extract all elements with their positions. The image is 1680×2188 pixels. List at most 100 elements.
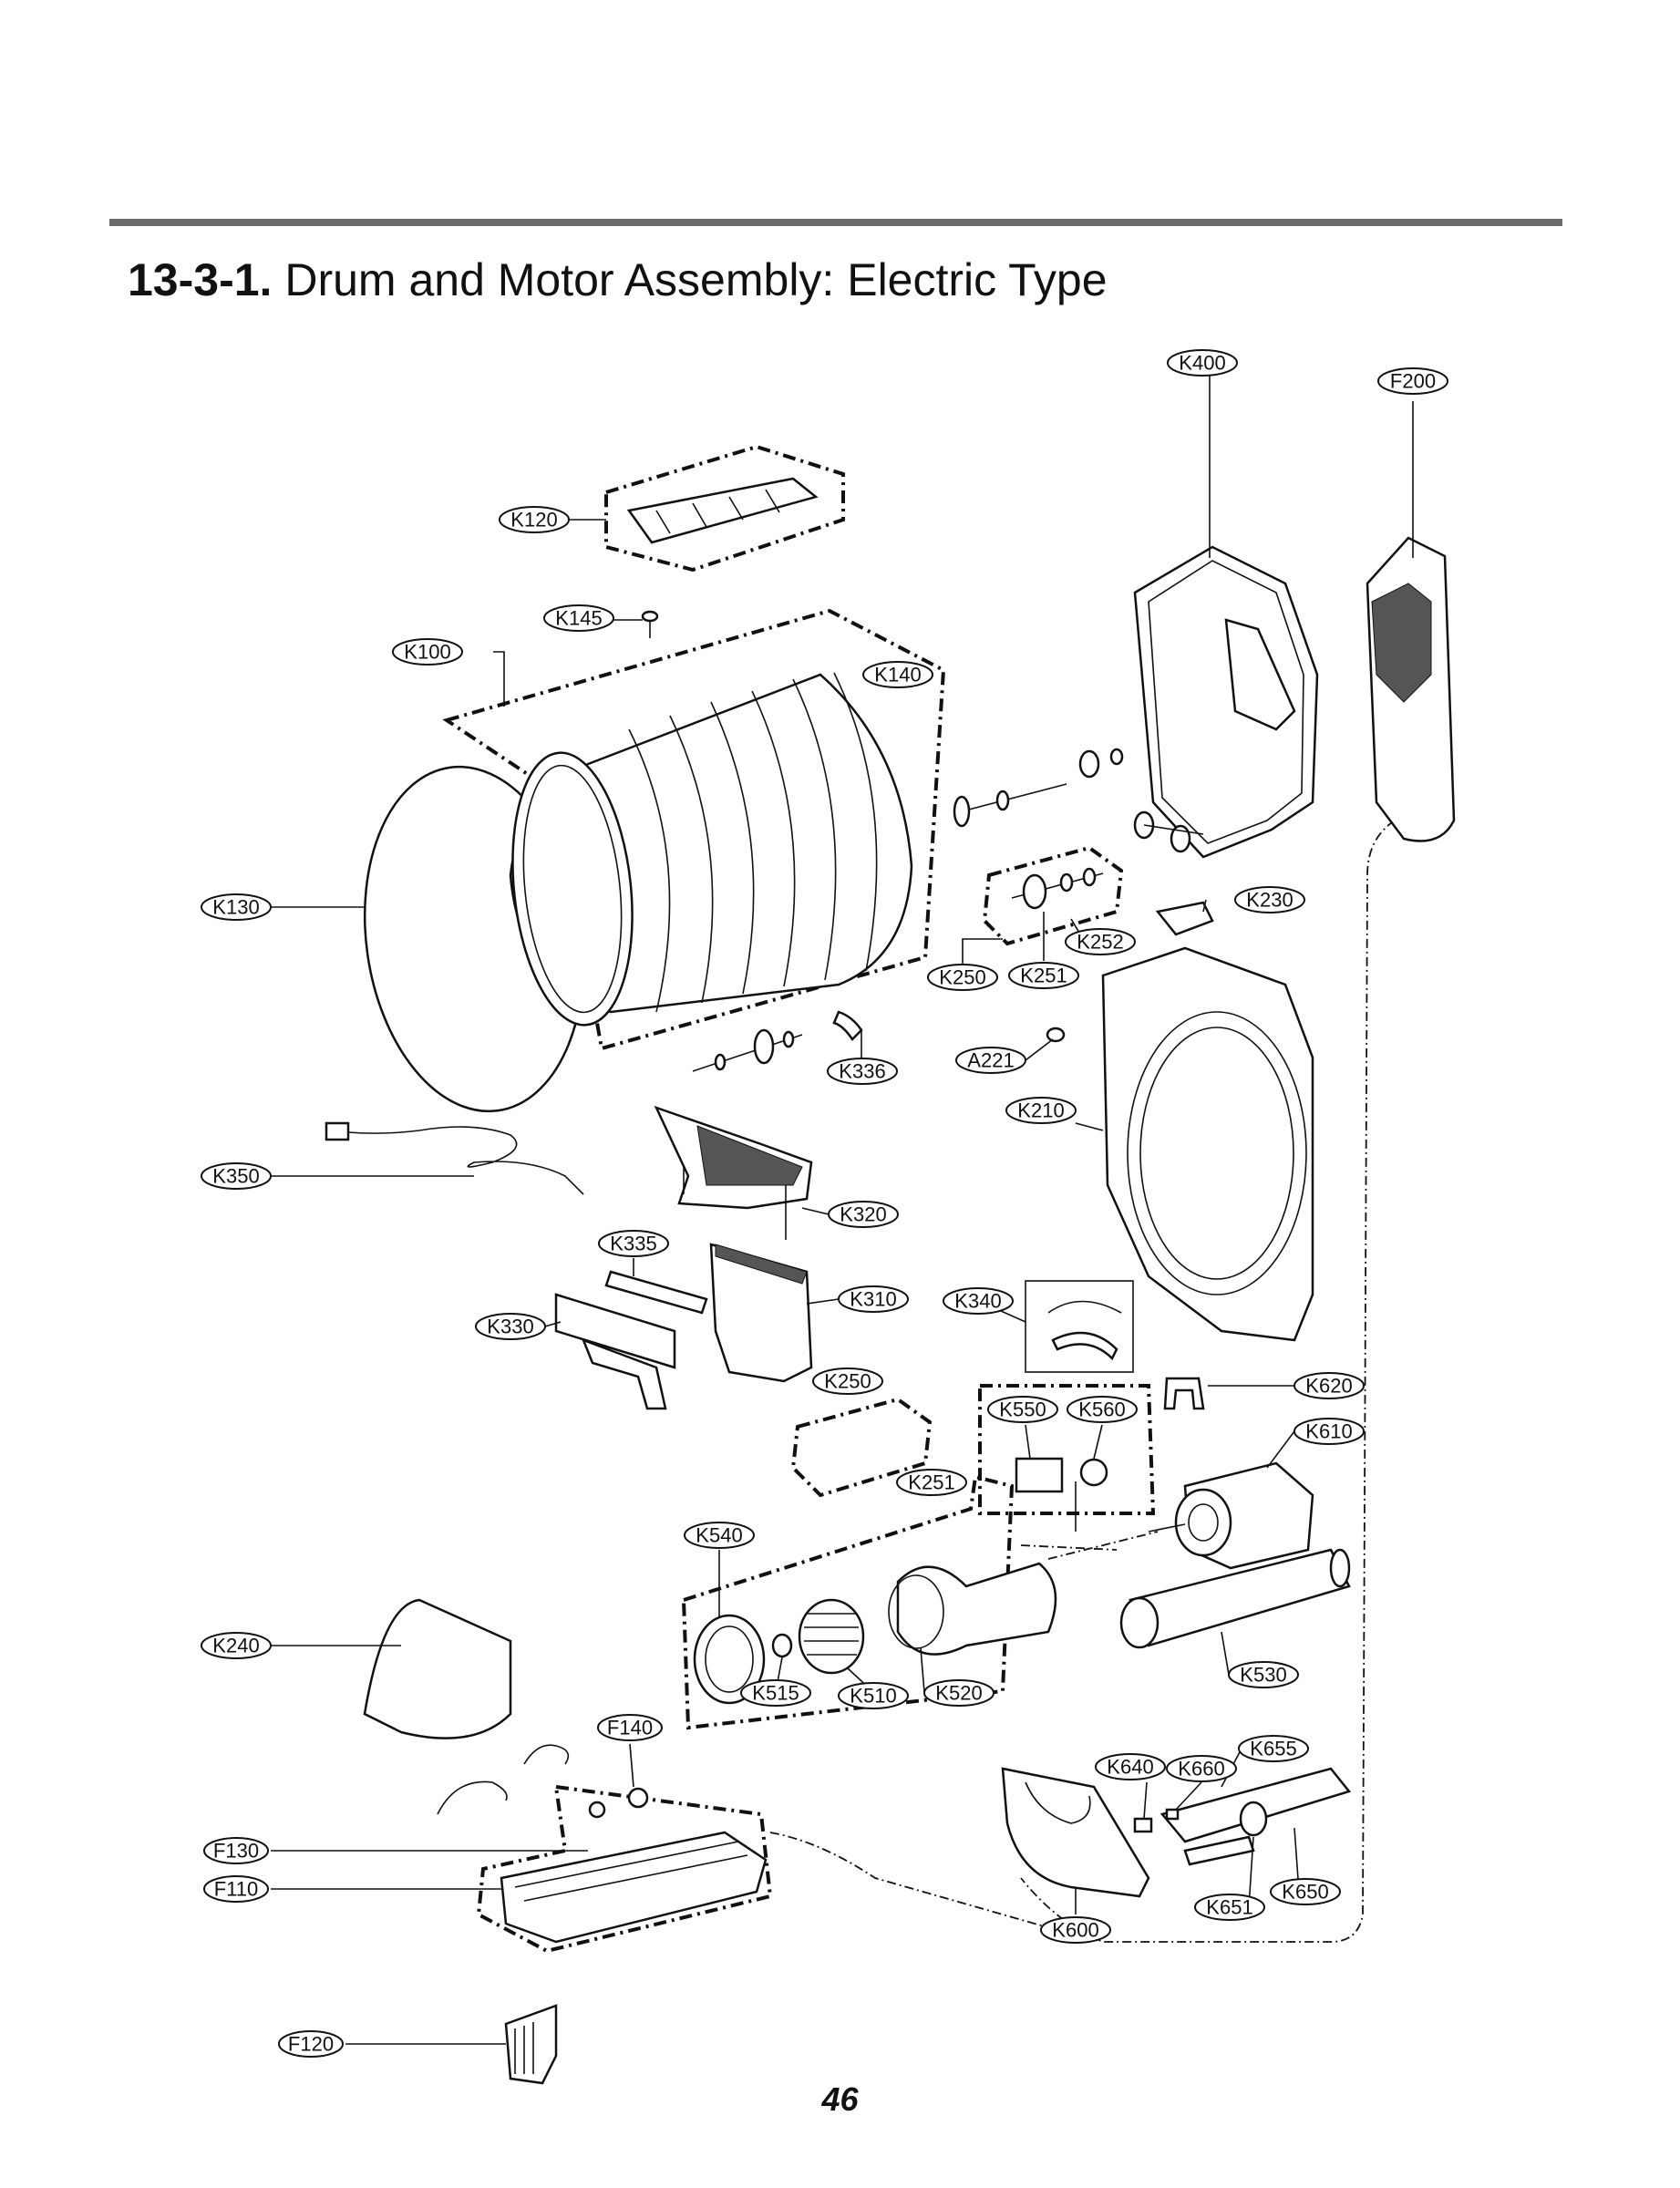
callout-k650: K650 xyxy=(1270,1878,1341,1905)
svg-text:F110: F110 xyxy=(214,1878,259,1901)
svg-text:K140: K140 xyxy=(874,664,921,686)
callout-k100: K100 xyxy=(392,638,463,666)
svg-text:K540: K540 xyxy=(696,1524,742,1547)
svg-text:K130: K130 xyxy=(212,896,259,919)
page-number: 46 xyxy=(821,2080,859,2118)
callout-k252: K252 xyxy=(1065,928,1136,955)
k250-roller-assembly-upper xyxy=(1011,867,1104,910)
callout-k250-lower: K250 xyxy=(812,1368,883,1395)
blower-assembly-parts xyxy=(693,1562,1057,1705)
svg-text:K120: K120 xyxy=(510,509,557,532)
svg-text:K251: K251 xyxy=(908,1471,954,1494)
svg-text:K655: K655 xyxy=(1250,1738,1296,1760)
callout-k210: K210 xyxy=(1005,1097,1077,1124)
svg-text:A221: A221 xyxy=(967,1049,1014,1072)
leader-lines xyxy=(271,376,1414,2045)
page-title: 13-3-1. Drum and Motor Assembly: Electri… xyxy=(128,253,1108,306)
group-boundary-k120 xyxy=(604,444,845,573)
callout-f200: F200 xyxy=(1377,367,1448,395)
svg-text:F200: F200 xyxy=(1390,370,1436,393)
k340-belt-part xyxy=(1047,1300,1122,1361)
svg-text:K240: K240 xyxy=(212,1635,259,1657)
callout-k620: K620 xyxy=(1293,1372,1365,1399)
svg-text:K330: K330 xyxy=(487,1316,533,1338)
svg-text:K250: K250 xyxy=(824,1370,871,1393)
svg-text:K310: K310 xyxy=(850,1288,896,1311)
k640-k660-parts xyxy=(1133,1808,1180,1833)
group-boundary-k550 xyxy=(978,1384,1156,1515)
svg-text:K336: K336 xyxy=(839,1060,885,1083)
k400-rear-bulkhead-part xyxy=(1133,545,1319,859)
callout-k560: K560 xyxy=(1067,1396,1138,1423)
svg-text:K660: K660 xyxy=(1178,1758,1224,1780)
callout-k336: K336 xyxy=(827,1058,898,1085)
roller-shaft-upper xyxy=(953,748,1124,828)
callout-k310: K310 xyxy=(838,1285,909,1313)
callout-k510: K510 xyxy=(838,1682,909,1709)
svg-text:K210: K210 xyxy=(1017,1099,1064,1122)
callout-k120: K120 xyxy=(499,506,570,533)
lower-roller-shaft xyxy=(692,1028,803,1072)
svg-text:K640: K640 xyxy=(1107,1756,1153,1779)
callout-k140: K140 xyxy=(862,661,933,688)
a221-nut-part xyxy=(1046,1027,1066,1043)
callout-k550: K550 xyxy=(987,1396,1058,1423)
callout-k530: K530 xyxy=(1228,1661,1299,1688)
section-number: 13-3-1. xyxy=(128,254,273,305)
group-boundary-blower xyxy=(681,1474,1015,1730)
callout-k240: K240 xyxy=(201,1632,272,1659)
k310-lint-housing-part xyxy=(709,1243,813,1383)
callout-k340: K340 xyxy=(943,1287,1014,1315)
callout-k130: K130 xyxy=(201,893,272,921)
k336-part xyxy=(832,1010,863,1041)
svg-text:K620: K620 xyxy=(1305,1375,1352,1398)
f140-thermostat-parts xyxy=(588,1787,649,1819)
k651-sensor-part xyxy=(1239,1801,1268,1837)
k350-harness-part xyxy=(325,1121,584,1195)
svg-text:F120: F120 xyxy=(288,2033,334,2056)
callout-a221: A221 xyxy=(955,1047,1026,1074)
k320-lint-guide-part xyxy=(654,1105,813,1240)
callout-k540: K540 xyxy=(684,1522,755,1549)
svg-text:K340: K340 xyxy=(954,1290,1001,1313)
callout-f120: F120 xyxy=(278,2030,344,2058)
k230-bracket-part xyxy=(1155,901,1214,936)
callout-k350: K350 xyxy=(201,1162,272,1190)
svg-text:K350: K350 xyxy=(212,1165,259,1188)
svg-text:F140: F140 xyxy=(607,1717,653,1739)
svg-text:K251: K251 xyxy=(1020,965,1067,987)
callout-k610: K610 xyxy=(1293,1418,1365,1445)
k610-motor-part xyxy=(1148,1461,1314,1570)
k600-bracket-part xyxy=(1001,1767,1150,1898)
svg-text:K610: K610 xyxy=(1305,1420,1352,1443)
svg-text:K400: K400 xyxy=(1179,352,1225,375)
callout-f110: F110 xyxy=(203,1875,269,1903)
callout-k400: K400 xyxy=(1167,349,1238,377)
heater-wire-left xyxy=(437,1780,508,1815)
callout-k251-lower: K251 xyxy=(896,1469,967,1496)
callout-f140: F140 xyxy=(597,1714,663,1741)
svg-text:K515: K515 xyxy=(752,1682,799,1705)
svg-text:K230: K230 xyxy=(1246,889,1293,912)
callout-k230: K230 xyxy=(1234,886,1305,913)
svg-text:K530: K530 xyxy=(1240,1664,1286,1687)
svg-text:K651: K651 xyxy=(1206,1896,1252,1919)
k530-duct-tube-part xyxy=(1119,1548,1351,1649)
callout-k655: K655 xyxy=(1238,1735,1309,1762)
svg-text:K335: K335 xyxy=(610,1233,656,1255)
f200-filter-duct-part xyxy=(1366,536,1456,842)
drum-part xyxy=(363,672,913,1113)
svg-text:K100: K100 xyxy=(404,641,450,664)
k620-clip-part xyxy=(1163,1377,1205,1410)
callout-k515: K515 xyxy=(740,1679,811,1707)
header-rule xyxy=(109,219,1562,226)
callout-k600: K600 xyxy=(1040,1916,1111,1944)
f110-heater-housing-part xyxy=(500,1831,768,1944)
k210-front-bulkhead-part xyxy=(1101,946,1314,1342)
harness-wire-motor xyxy=(1020,1531,1159,1560)
svg-text:K320: K320 xyxy=(840,1203,886,1226)
callout-k320: K320 xyxy=(828,1201,899,1228)
callout-k145: K145 xyxy=(543,604,614,632)
svg-text:K550: K550 xyxy=(999,1398,1046,1421)
